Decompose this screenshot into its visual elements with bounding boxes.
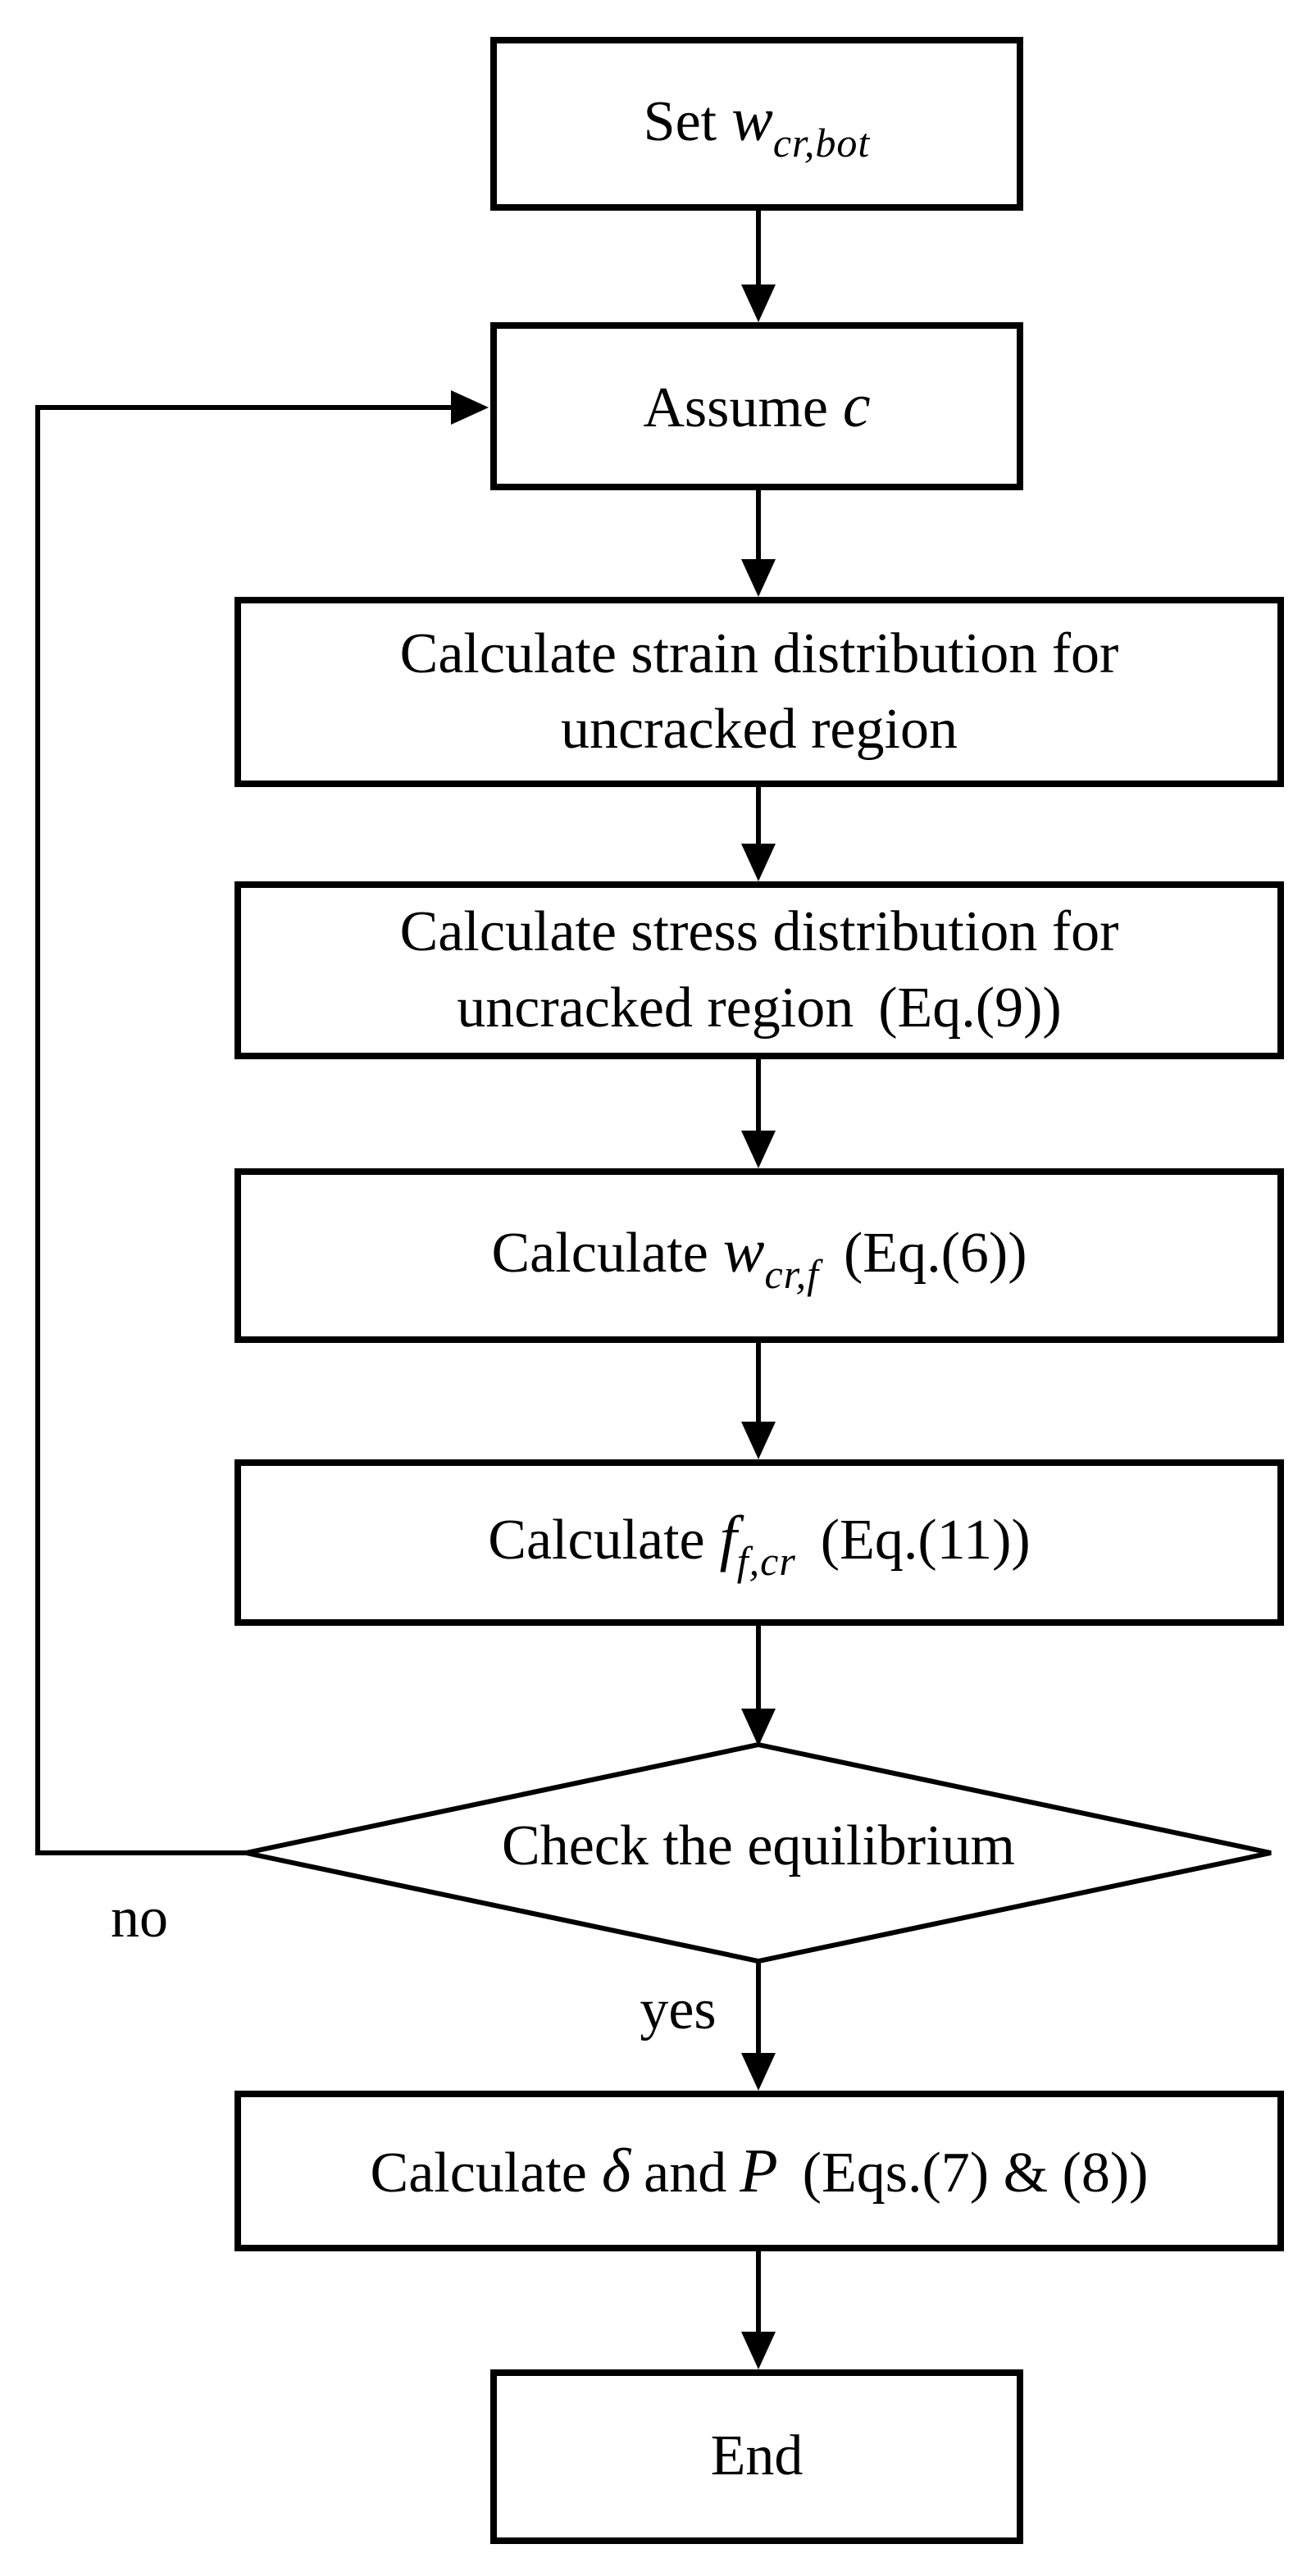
edge-strain-stress-arrowhead-icon [741,844,776,881]
node-calcdp-eqref: (Eqs.(7) & (8)) [802,2141,1149,2205]
node-wcrf-subscript: cr,f [764,1251,819,1297]
edge-no-arrowhead-icon [451,390,489,425]
node-set-var: w [731,84,773,154]
node-set-prefix: Set [643,89,717,153]
edge-calcdp-end-arrowhead-icon [741,2332,776,2369]
node-ffcr-eqref: (Eq.(11)) [820,1509,1031,1572]
node-stress-line2: uncracked region (Eq.(9)) [457,971,1061,1046]
node-wcrf-eqref: (Eq.(6)) [844,1222,1027,1285]
edge-stress-wcrf-arrowhead-icon [741,1131,776,1168]
edge-label-no: no [111,1886,168,1950]
decision-label: Check the equilibrium [502,1814,1015,1877]
edge-no-feedback-line [35,405,451,1855]
node-calcdp-prefix: Calculate [370,2141,587,2205]
edge-label-yes: yes [640,1978,717,2041]
node-end-text: End [710,2424,804,2488]
node-wcrf-prefix: Calculate [491,1222,708,1285]
node-set-subscript: cr,bot [772,119,871,166]
node-strain-distribution: Calculate strain distribution for uncrac… [234,597,1284,787]
edge-wcrf-ffcr-arrowhead-icon [741,1422,776,1459]
edge-ffcr-decision-arrowhead-icon [741,1709,776,1746]
edge-set-assume-arrowhead-icon [741,284,776,322]
node-strain-line1: Calculate strain distribution for [399,621,1119,685]
edge-yes-arrowhead-icon [741,2053,776,2091]
node-stress-line1: Calculate stress distribution for [399,900,1119,964]
node-strain-line2: uncracked region [561,698,958,761]
node-stress-line2-text: uncracked region [457,976,854,1040]
node-assume-prefix: Assume [643,376,828,440]
node-calcdp-mid: and [644,2141,727,2205]
edge-assume-strain-arrowhead-icon [741,559,776,597]
node-calcdp-var-delta: δ [601,2136,631,2205]
node-calcdp-var-p: P [740,2136,778,2205]
node-wcrf-var: w [722,1217,765,1286]
node-ffcr-prefix: Calculate [488,1509,705,1572]
node-ffcr-var: f [719,1504,737,1572]
node-stress-distribution: Calculate stress distribution for uncrac… [234,881,1284,1059]
node-end: End [490,2369,1023,2544]
node-assume-var: c [842,371,871,441]
node-ffcr-subscript: f,cr [736,1538,796,1584]
node-stress-eqref: (Eq.(9)) [878,976,1062,1040]
